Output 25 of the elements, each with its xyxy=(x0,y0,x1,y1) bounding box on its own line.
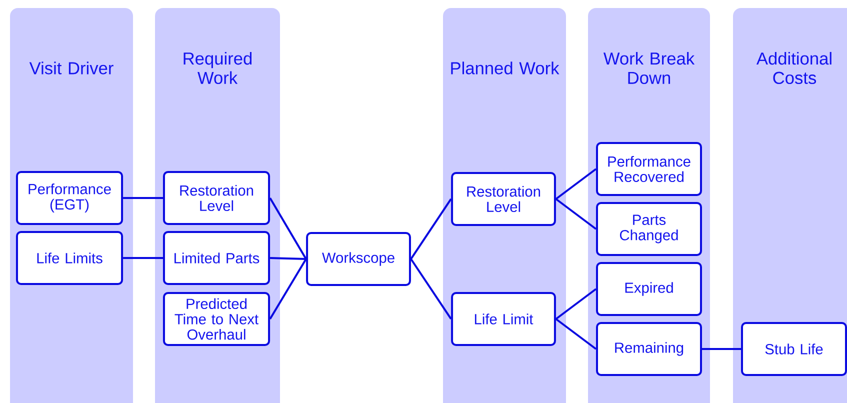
process-box: Stub Life xyxy=(741,322,847,376)
connector-line xyxy=(410,258,452,320)
process-box: Performance (EGT) xyxy=(16,171,124,225)
process-box: Parts Changed xyxy=(596,202,702,256)
connector-line xyxy=(702,348,741,350)
process-box: Life Limits xyxy=(16,231,124,285)
process-box: Restoration Level xyxy=(451,172,556,226)
connector-line xyxy=(270,257,306,260)
process-box: Limited Parts xyxy=(162,231,270,285)
process-box: Workscope xyxy=(306,232,411,286)
process-box: Expired xyxy=(596,262,702,316)
connector-line xyxy=(555,288,597,320)
connector-line xyxy=(410,198,452,260)
connector-line xyxy=(123,197,163,199)
process-box: Performance Recovered xyxy=(596,142,702,196)
connector-line xyxy=(123,257,163,259)
process-box: Remaining xyxy=(596,322,702,376)
connector-line xyxy=(555,198,597,230)
connector-line xyxy=(555,318,597,350)
process-box: Life Limit xyxy=(451,292,556,346)
process-box: Restoration Level xyxy=(162,171,270,225)
connector-line xyxy=(269,258,307,320)
connector-line xyxy=(269,197,307,260)
connector-line xyxy=(555,168,597,200)
process-box: Predicted Time to Next Overhaul xyxy=(162,292,270,346)
